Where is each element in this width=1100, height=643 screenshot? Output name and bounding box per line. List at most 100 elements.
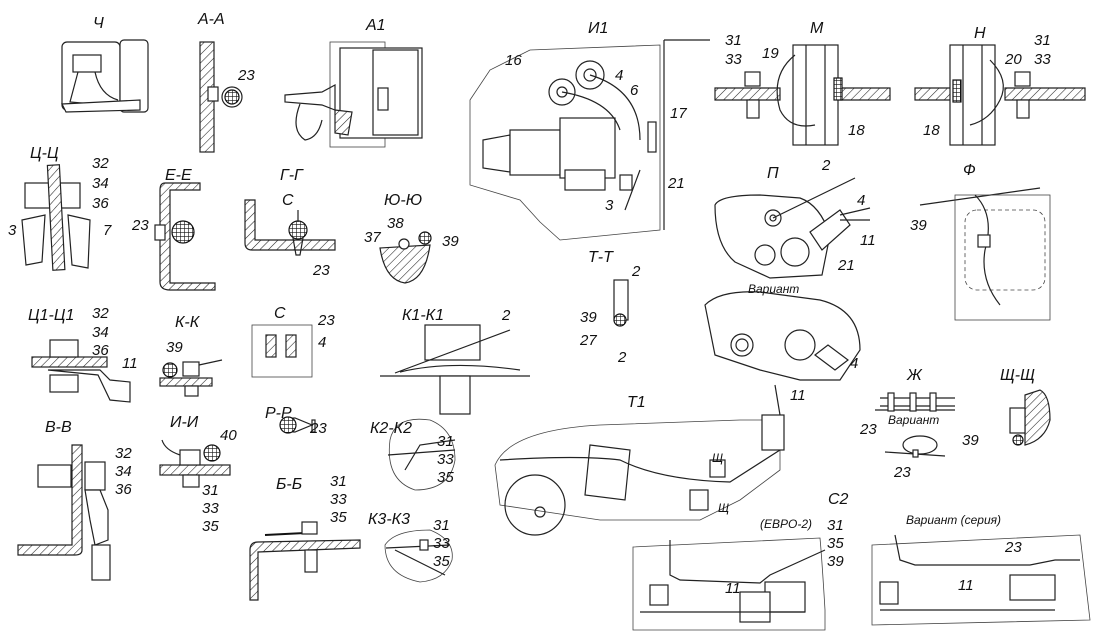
callout: 31 xyxy=(1034,32,1051,49)
title-vv: В-В xyxy=(45,419,72,436)
title-zh: Ж xyxy=(906,367,923,384)
view-t1 xyxy=(494,384,785,536)
callout: 40 xyxy=(220,427,237,444)
title-bb: Б-Б xyxy=(276,476,302,493)
title-ee: Е-Е xyxy=(165,167,192,184)
label-sh-2: Щ xyxy=(718,501,729,515)
callout: 31 xyxy=(330,473,347,490)
view-ch xyxy=(61,39,149,113)
title-c2: С2 xyxy=(828,491,849,508)
callout: 7 xyxy=(103,222,112,239)
callout: 4 xyxy=(615,67,623,84)
callout: 34 xyxy=(115,463,132,480)
title-ch: Ч xyxy=(93,15,104,32)
title-shsh: Щ-Щ xyxy=(1000,367,1035,384)
view-ee xyxy=(154,182,216,291)
view-bb xyxy=(249,521,361,601)
view-k3k3 xyxy=(384,529,453,583)
callout: 34 xyxy=(92,324,109,341)
view-zh xyxy=(875,392,955,458)
callout: 32 xyxy=(115,445,132,462)
callout: 20 xyxy=(1004,51,1022,68)
view-k1k1 xyxy=(380,324,530,415)
callout: 2 xyxy=(617,349,627,366)
view-c2-euro2 xyxy=(632,537,826,631)
callout: 23 xyxy=(237,67,255,84)
callout: 39 xyxy=(442,233,459,250)
callout: 19 xyxy=(762,45,779,62)
view-f xyxy=(919,187,1051,321)
callout: 39 xyxy=(166,339,183,356)
callout: 33 xyxy=(433,535,450,552)
title-ts1ts1: Ц1-Ц1 xyxy=(28,307,74,324)
callout: 33 xyxy=(202,500,219,517)
view-shsh xyxy=(1009,389,1051,446)
callout: 4 xyxy=(850,355,858,372)
title-gg: Г-Г xyxy=(280,167,304,184)
title-n: Н xyxy=(974,25,986,42)
view-k2k2 xyxy=(387,418,456,491)
view-ii xyxy=(159,439,231,488)
callout: 11 xyxy=(725,580,741,597)
title-t1: Т1 xyxy=(627,394,646,411)
title-tsts: Ц-Ц xyxy=(30,145,59,162)
callout: 3 xyxy=(8,222,17,239)
view-kk xyxy=(159,359,223,397)
callout: 39 xyxy=(580,309,597,326)
callout: 39 xyxy=(827,553,844,570)
callout: 39 xyxy=(910,217,927,234)
title-m: М xyxy=(810,20,824,37)
callout: 38 xyxy=(387,215,404,232)
view-p-variant xyxy=(704,291,861,381)
callout: 36 xyxy=(115,481,132,498)
view-c2-series xyxy=(871,534,1091,626)
view-gg xyxy=(244,199,336,256)
callouts: 23 32 34 36 3 7 23 23 38 37 39 16 4 6 17… xyxy=(8,32,1051,597)
title-variant-series: Вариант (серия) xyxy=(906,513,1001,527)
title-p: П xyxy=(767,165,779,182)
callout: 6 xyxy=(630,82,639,99)
callout: 33 xyxy=(1034,51,1051,68)
callout: 35 xyxy=(330,509,347,526)
title-k2k2: К2-К2 xyxy=(370,420,412,437)
title-k3k3: К3-К3 xyxy=(368,511,410,528)
title-rr: Р-Р xyxy=(265,405,292,422)
callout: 2 xyxy=(501,307,511,324)
view-rr xyxy=(279,416,316,434)
label-sh-1: Щ xyxy=(712,451,723,465)
title-yuyu: Ю-Ю xyxy=(384,192,422,209)
view-yuyu xyxy=(379,231,432,284)
callout: 17 xyxy=(670,105,687,122)
callout: 37 xyxy=(364,229,381,246)
callout: 33 xyxy=(437,451,454,468)
view-c xyxy=(251,324,313,378)
callout: 31 xyxy=(827,517,844,534)
callout: 39 xyxy=(962,432,979,449)
callout: 31 xyxy=(202,482,219,499)
view-tt xyxy=(613,279,629,327)
view-aa xyxy=(199,41,243,153)
callout: 23 xyxy=(893,464,911,481)
title-kk: К-К xyxy=(175,314,201,331)
callout: 32 xyxy=(92,155,109,172)
callout: 11 xyxy=(860,232,876,249)
view-n xyxy=(914,44,1086,146)
callout: 35 xyxy=(202,518,219,535)
title-tt: Т-Т xyxy=(588,249,614,266)
title-aa: А-А xyxy=(197,11,225,28)
title-c: С xyxy=(274,305,286,322)
callout: 23 xyxy=(859,421,877,438)
callout: 32 xyxy=(92,305,109,322)
callout: 2 xyxy=(631,263,641,280)
callout: 27 xyxy=(579,332,597,349)
view-tsts xyxy=(21,164,91,271)
callout: 33 xyxy=(725,51,742,68)
callout: 21 xyxy=(837,257,855,274)
callout: 34 xyxy=(92,175,109,192)
view-p xyxy=(714,177,871,279)
title-f: Ф xyxy=(963,162,976,179)
callout: 33 xyxy=(330,491,347,508)
callout: 35 xyxy=(827,535,844,552)
